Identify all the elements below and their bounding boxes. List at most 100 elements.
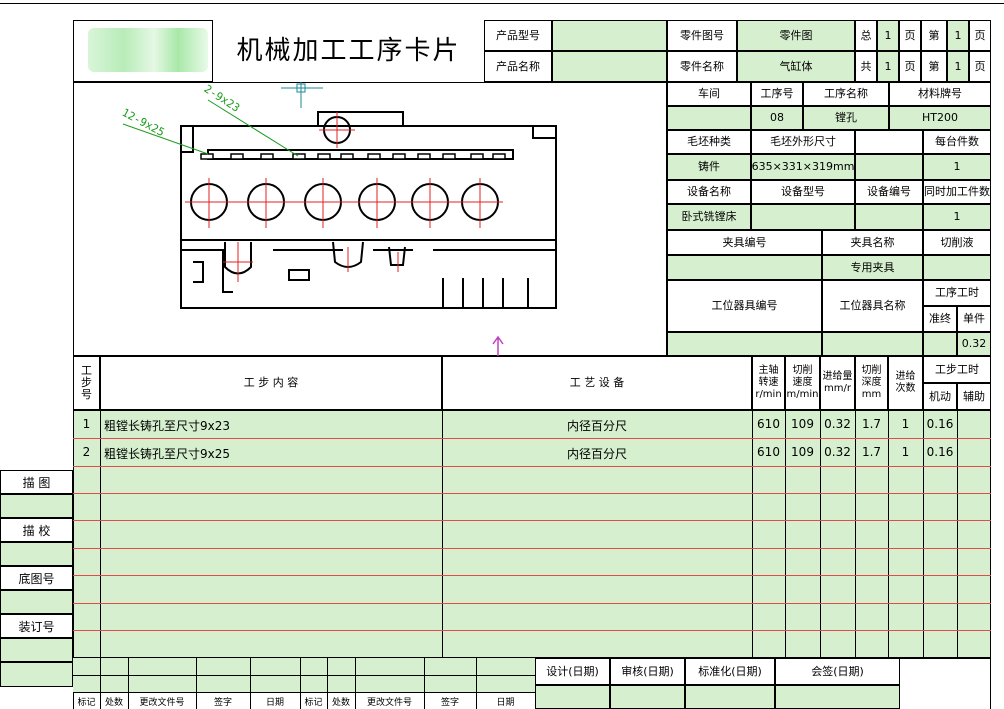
fixture-name-value[interactable]: 专用夹具 <box>822 255 923 280</box>
step-speed: 109 <box>791 417 814 431</box>
standard-date-value[interactable] <box>685 685 775 709</box>
rev-col <box>128 658 129 709</box>
concurrent-value[interactable]: 1 <box>923 204 991 230</box>
step-equipment: 内径百分尺 <box>566 447 627 461</box>
coolant-label: 切削液 <box>923 230 991 255</box>
op-name-value[interactable]: 镗孔 <box>803 106 889 130</box>
step-speed: 109 <box>791 445 814 459</box>
col-line <box>923 410 924 658</box>
sidebar-trace-value[interactable] <box>0 494 73 518</box>
rev-mark-label-2: 标记 <box>304 698 323 708</box>
workshop-value[interactable] <box>667 106 751 130</box>
passes-header: 进给 次数 <box>888 356 923 410</box>
part-name-value[interactable]: 气缸体 <box>737 51 855 82</box>
equip-no-label: 设备编号 <box>855 180 923 204</box>
rev-sign-label: 签字 <box>213 698 232 708</box>
tool-no-value[interactable] <box>667 332 822 356</box>
step-spindle: 610 <box>757 445 780 459</box>
rev-doc-label-2: 更改文件号 <box>366 698 412 708</box>
page-label: 第 <box>921 20 947 51</box>
sidebar-trace-label: 描 图 <box>0 470 73 494</box>
rev-count-label-2: 处数 <box>331 698 350 708</box>
engine-block-drawing <box>122 82 557 356</box>
aux-header: 辅助 <box>957 383 991 410</box>
rev-sign-label-2: 签字 <box>440 698 459 708</box>
sidebar-base-no-value[interactable] <box>0 590 73 614</box>
material-value[interactable]: HT200 <box>889 106 991 130</box>
fixture-name-label: 夹具名称 <box>822 230 923 255</box>
step-equipment-header: 工 艺 设 备 <box>442 356 752 410</box>
col-line <box>820 410 821 658</box>
col-line <box>100 410 101 658</box>
op-no-label: 工序号 <box>751 82 803 106</box>
step-depth: 1.7 <box>861 417 882 431</box>
design-date-label: 设计(日期) <box>535 658 610 685</box>
rev-col <box>196 658 197 709</box>
product-name-value[interactable] <box>552 51 667 82</box>
step-equipment: 内径百分尺 <box>566 419 627 433</box>
depth-header: 切削 深度 mm <box>855 356 888 410</box>
prep-label: 准终 <box>923 306 957 332</box>
step-passes: 1 <box>901 417 910 431</box>
equip-no-value[interactable] <box>855 204 923 230</box>
op-no-value[interactable]: 08 <box>751 106 803 130</box>
rev-line <box>73 675 535 676</box>
part-drawing-no-value[interactable]: 零件图 <box>737 20 855 51</box>
tool-name-value[interactable] <box>822 332 923 356</box>
col-line <box>442 410 443 658</box>
sign-date-value[interactable] <box>775 685 900 709</box>
sidebar-check-label: 描 校 <box>0 518 73 542</box>
step-no: 2 <box>82 445 91 459</box>
product-model-value[interactable] <box>552 20 667 51</box>
design-date-value[interactable] <box>535 685 610 709</box>
row-line <box>73 603 991 604</box>
table-row[interactable]: 2 粗镗长铸孔至尺寸9x25 内径百分尺 610 109 0.32 1.7 1 … <box>73 438 991 466</box>
op-time-label: 工序工时 <box>923 280 991 306</box>
concurrent-label: 同时加工件数 <box>923 180 991 204</box>
total2-value[interactable]: 1 <box>877 51 899 82</box>
sidebar-bind-no-value[interactable] <box>0 638 73 662</box>
coolant-value[interactable] <box>923 255 991 280</box>
page-unit: 页 <box>969 20 991 51</box>
total2-page-unit: 页 <box>899 51 921 82</box>
sidebar-extra-value[interactable] <box>0 662 73 687</box>
card-title: 机械加工工序卡片 <box>212 20 484 82</box>
step-spindle: 610 <box>757 417 780 431</box>
col-line <box>957 410 958 658</box>
fixture-no-value[interactable] <box>667 255 822 280</box>
per-blank-value[interactable]: 1 <box>923 154 991 180</box>
blank-extra-label <box>855 130 923 154</box>
table-row[interactable]: 1 粗镗长铸孔至尺寸9x23 内径百分尺 610 109 0.32 1.7 1 … <box>73 410 991 438</box>
row-line <box>73 438 991 439</box>
rev-col <box>355 658 356 709</box>
blank-type-value[interactable]: 铸件 <box>667 154 751 180</box>
page-value[interactable]: 1 <box>947 20 969 51</box>
blank-size-value[interactable]: 635×331×319mm <box>751 154 855 180</box>
blank-extra-value[interactable] <box>855 154 923 180</box>
step-no: 1 <box>82 417 91 431</box>
equip-name-value[interactable]: 卧式铣镗床 <box>667 204 751 230</box>
sidebar-check-value[interactable] <box>0 542 73 566</box>
rev-date-label: 日期 <box>265 698 284 708</box>
tool-no-label: 工位器具编号 <box>667 280 822 332</box>
rev-col <box>327 658 328 709</box>
page2-value[interactable]: 1 <box>947 51 969 82</box>
step-feed: 0.32 <box>824 445 851 459</box>
rev-line <box>73 692 535 693</box>
total-label: 总 <box>855 20 877 51</box>
part-name-label: 零件名称 <box>667 51 737 82</box>
rev-col <box>250 658 251 709</box>
page2-unit: 页 <box>969 51 991 82</box>
step-machine-time: 0.16 <box>926 417 954 431</box>
row-line <box>73 466 991 467</box>
rev-col <box>476 658 477 709</box>
review-date-label: 审核(日期) <box>610 658 685 685</box>
prep-value[interactable] <box>923 332 957 356</box>
total-value[interactable]: 1 <box>877 20 899 51</box>
unit-value[interactable]: 0.32 <box>957 332 991 356</box>
blank-type-label: 毛坯种类 <box>667 130 751 154</box>
equip-model-value[interactable] <box>751 204 855 230</box>
company-logo-blurred <box>88 28 208 72</box>
review-date-value[interactable] <box>610 685 685 709</box>
row-line <box>73 630 991 631</box>
